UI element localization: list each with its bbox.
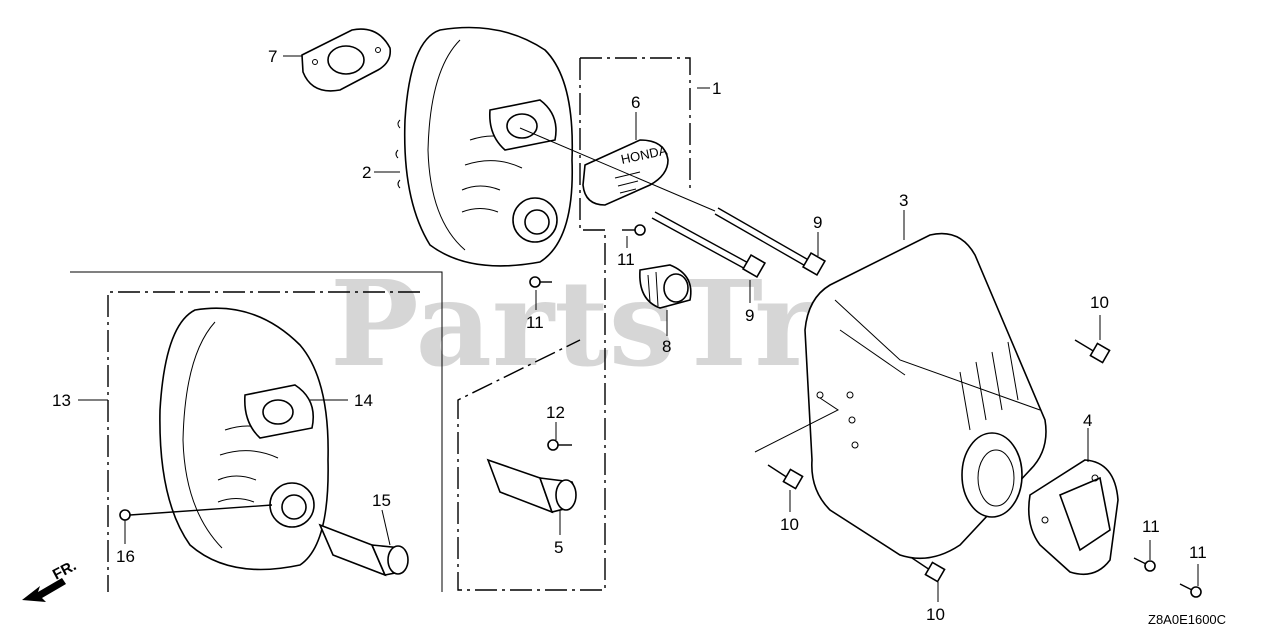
bolt-part-10-bottom <box>911 557 946 583</box>
kit-bracket-1 <box>580 57 691 188</box>
screw-part-11-right-b <box>1179 583 1202 598</box>
callout-16: 16 <box>116 547 135 566</box>
callout-6: 6 <box>631 93 640 112</box>
callout-10a: 10 <box>1090 293 1109 312</box>
screw-part-11-upper <box>622 224 646 236</box>
callout-5: 5 <box>554 538 563 557</box>
screw-part-11-right-a <box>1133 557 1156 572</box>
callout-3: 3 <box>899 191 908 210</box>
callout-14: 14 <box>354 391 373 410</box>
screw-part-11-mid <box>529 276 552 288</box>
callout-15: 15 <box>372 491 391 510</box>
callout-11d: 11 <box>1189 543 1207 562</box>
screw-part-12 <box>547 439 572 451</box>
bolt-part-10-right <box>1074 339 1111 364</box>
callout-leaders <box>78 55 1199 602</box>
kit-bracket-13 <box>107 291 420 592</box>
screw-part-16 <box>119 504 273 521</box>
svg-text:FR.: FR. <box>50 557 79 583</box>
callout-12: 12 <box>546 403 565 422</box>
spark-arrester-part-15 <box>318 523 409 577</box>
callout-11c: 11 <box>1142 517 1160 536</box>
leader-bolt <box>519 127 716 212</box>
kit-outline-13 <box>70 271 443 592</box>
callout-13: 13 <box>52 391 71 410</box>
kit-bracket-1-lower <box>457 58 606 591</box>
protector-plate-part-4 <box>1027 459 1119 576</box>
leader-bolt-10 <box>754 397 839 453</box>
callout-7: 7 <box>268 47 277 66</box>
gasket-part-7 <box>301 28 392 92</box>
muffler-protector-part-3 <box>804 232 1047 560</box>
spark-arrester-part-5 <box>486 458 577 514</box>
callout-10c: 10 <box>926 605 945 624</box>
bolt-part-9-a <box>651 211 767 279</box>
callout-10b: 10 <box>780 515 799 534</box>
muffler-part-2 <box>395 26 574 267</box>
nameplate-part-6: HONDA <box>582 139 669 206</box>
drawing-code: Z8A0E1600C <box>1148 612 1226 627</box>
bolt-part-9-b <box>714 207 827 277</box>
bolt-part-10-left <box>767 464 804 490</box>
callout-11b: 11 <box>526 313 544 332</box>
callout-1: 1 <box>712 79 721 98</box>
callout-4: 4 <box>1083 411 1092 430</box>
callout-2: 2 <box>362 163 371 182</box>
callout-9b: 9 <box>745 306 754 325</box>
callout-labels: 1 2 3 4 5 6 7 8 9 9 10 10 10 11 11 11 11… <box>52 47 1207 624</box>
muffler-assembly-part-13 <box>159 307 329 571</box>
callout-8: 8 <box>662 337 671 356</box>
front-direction-arrow: FR. <box>22 557 79 602</box>
callout-9a: 9 <box>813 213 822 232</box>
sleeve-part-8 <box>639 264 692 309</box>
callout-11a: 11 <box>617 250 635 269</box>
